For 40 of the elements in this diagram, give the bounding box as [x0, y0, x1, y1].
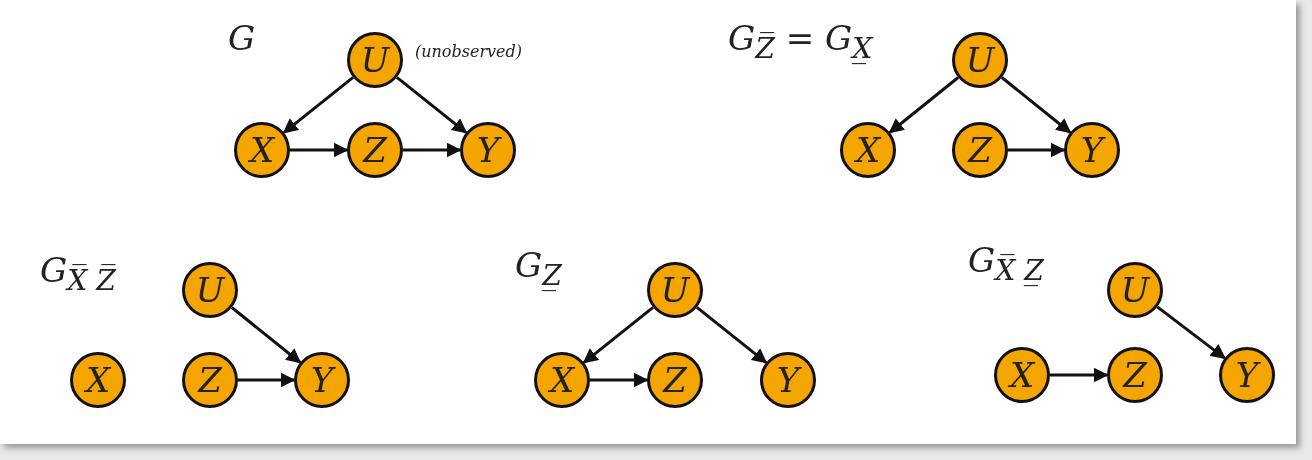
arrow	[403, 142, 462, 158]
arrow	[695, 306, 768, 364]
node-label: X	[249, 133, 275, 167]
node-label: Y	[310, 363, 334, 397]
arrow	[590, 372, 649, 388]
graph-title: G$_{Z̅}$ = G$_{X̲}$	[728, 18, 873, 65]
arrow	[1050, 367, 1109, 383]
node-label: Z	[968, 133, 992, 167]
node-label: X	[855, 133, 881, 167]
node-label: X	[549, 363, 575, 397]
arrow	[238, 372, 296, 388]
node-label: Z	[1123, 358, 1147, 392]
arrow	[395, 76, 468, 134]
arrow	[230, 306, 302, 364]
arrow	[1000, 76, 1072, 134]
node-label: Y	[1235, 358, 1259, 392]
arrow	[1156, 305, 1226, 360]
node-label: U	[1120, 273, 1150, 307]
arrow	[582, 306, 655, 364]
node-label: Z	[198, 363, 222, 397]
node-label: Z	[663, 363, 687, 397]
note-text: (unobserved)	[415, 42, 523, 61]
node-label: U	[195, 273, 225, 307]
node-label: U	[660, 273, 690, 307]
node-label: Y	[476, 133, 500, 167]
node-label: Y	[776, 363, 800, 397]
arrow	[282, 76, 355, 134]
node-label: Z	[363, 133, 387, 167]
arrow	[888, 76, 960, 134]
graph-title: G$_{X̅ Z̲}$	[968, 240, 1045, 287]
node-label: U	[360, 43, 390, 77]
node-label: Y	[1080, 133, 1104, 167]
node-label: X	[85, 363, 111, 397]
node-label: U	[965, 43, 995, 77]
node-label: X	[1009, 358, 1035, 392]
graph-title: G	[228, 18, 256, 58]
arrow	[290, 142, 349, 158]
graph-title: G$_{X̅ Z̅}$	[40, 250, 117, 297]
graph-title: G$_{Z̲}$	[515, 245, 562, 292]
arrow	[1008, 142, 1066, 158]
